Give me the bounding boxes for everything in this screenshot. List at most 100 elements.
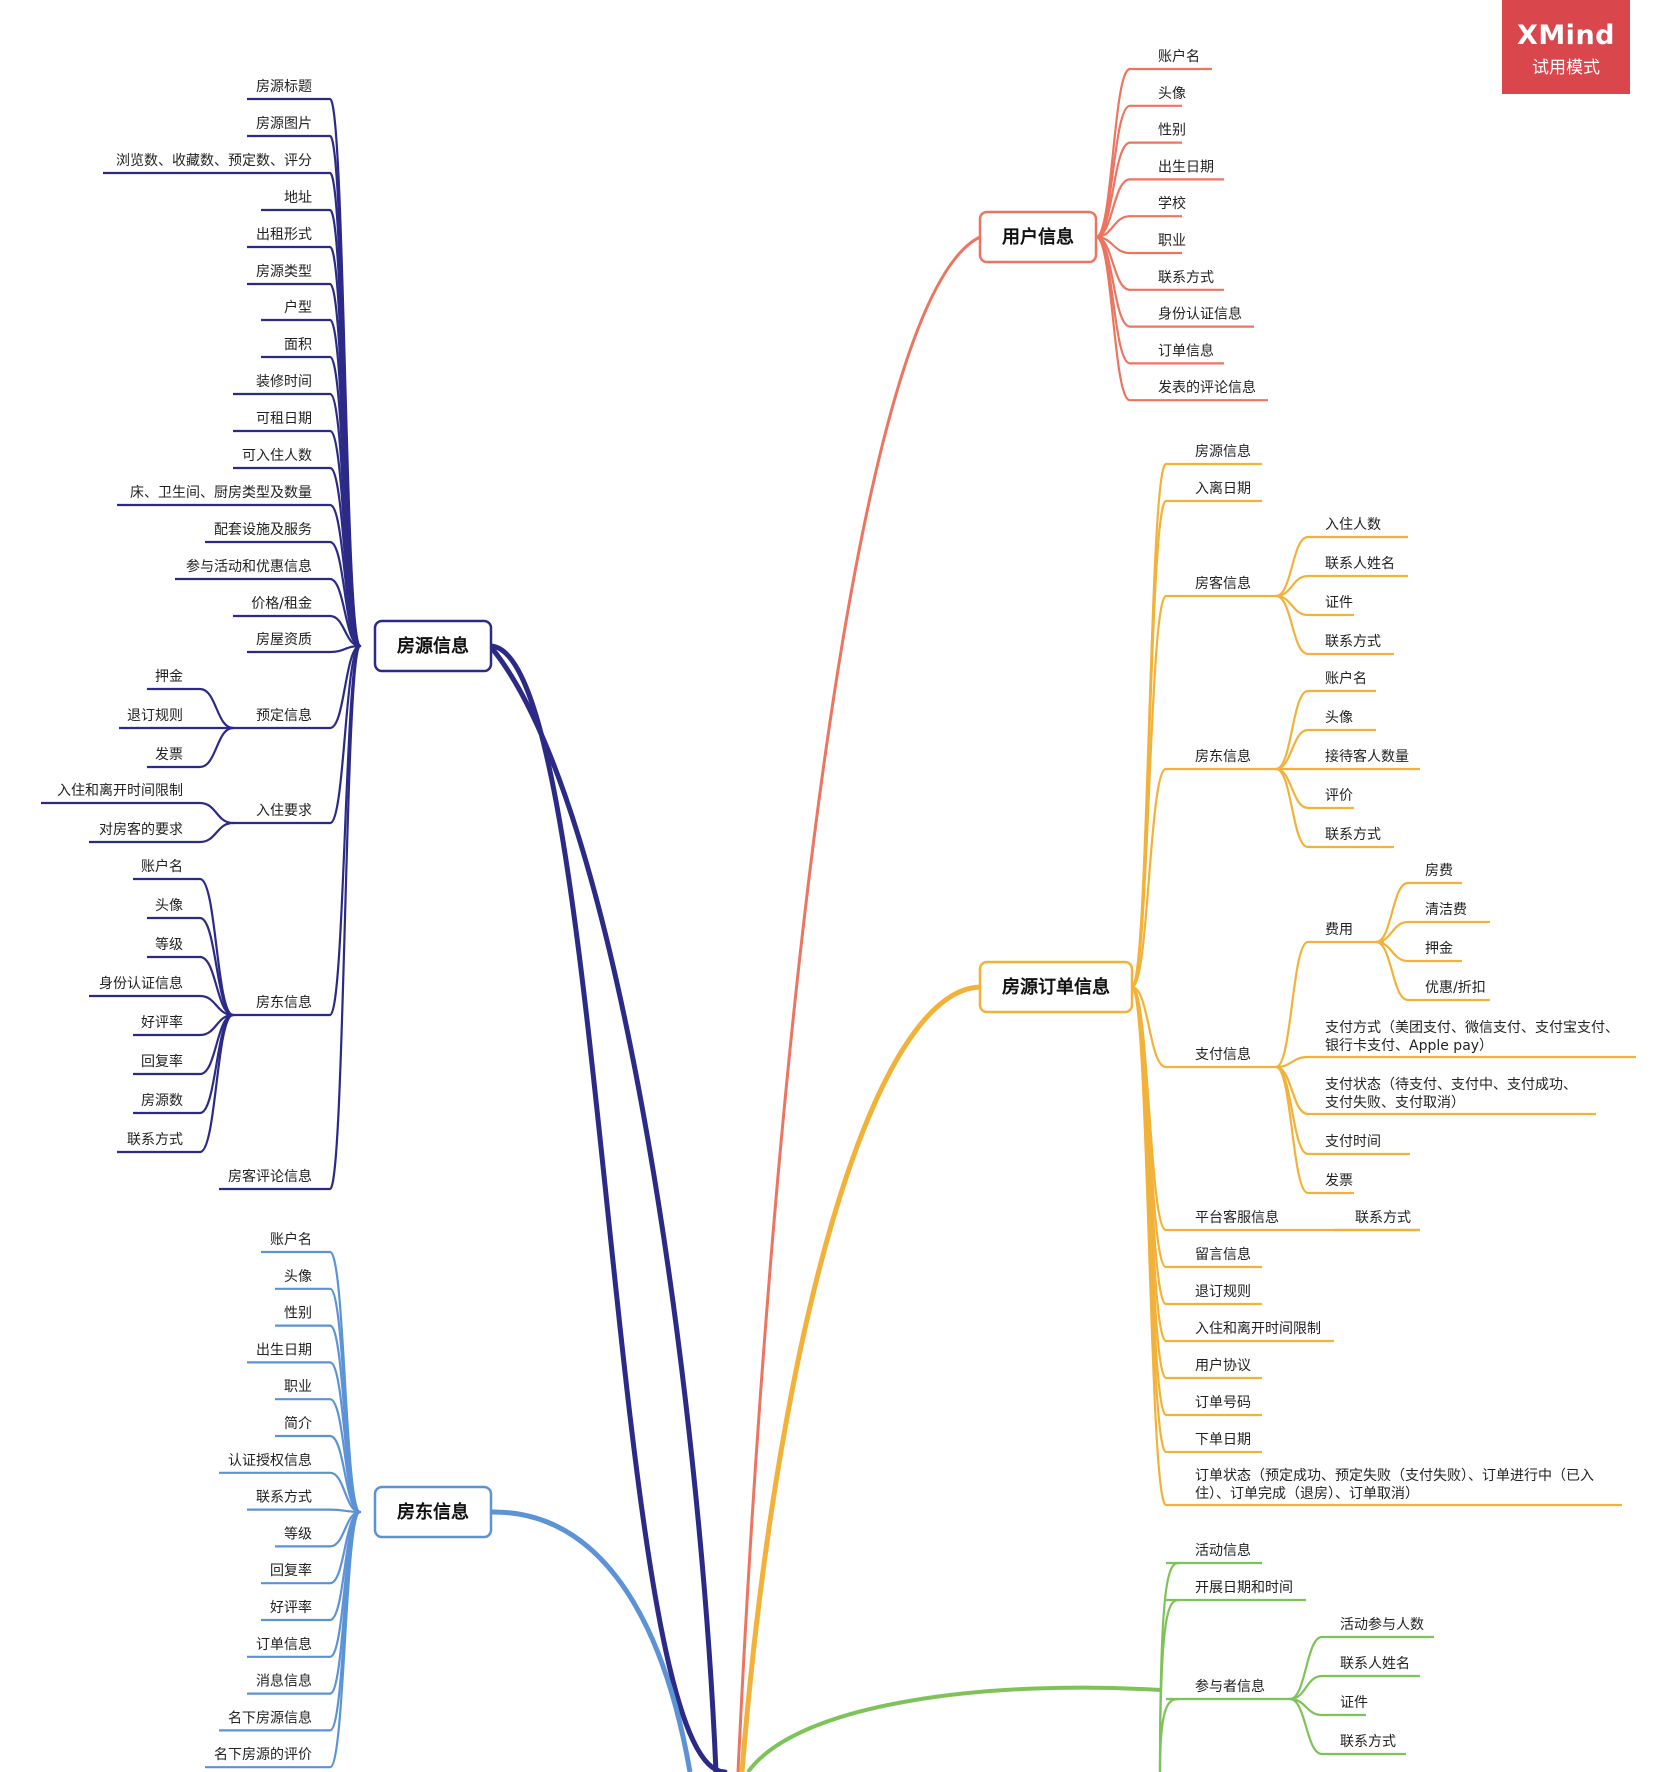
trunk-activity xyxy=(746,1685,1161,1772)
user-item: 发表的评论信息 xyxy=(1158,379,1256,396)
activity-sub-item: 联系方式 xyxy=(1340,1734,1396,1750)
listing-item: 房源类型 xyxy=(256,264,312,280)
branch-connector xyxy=(1130,594,1168,989)
order-item: 下单日期 xyxy=(1195,1432,1251,1448)
sub-connector xyxy=(1274,1065,1310,1195)
branch-connector xyxy=(328,1434,362,1514)
trunk-order xyxy=(739,984,981,1772)
listing-sub-item: 账户名 xyxy=(141,858,183,875)
branch-connector xyxy=(328,1510,362,1769)
sub-connector xyxy=(1374,940,1410,1002)
trunk-listing-main xyxy=(488,644,719,1772)
sub-connector xyxy=(198,821,235,844)
activity-item: 参与者信息 xyxy=(1195,1678,1265,1695)
landlord-item: 出生日期 xyxy=(256,1342,312,1358)
landlord-item: 性别 xyxy=(284,1306,312,1322)
listing-sub-item: 回复率 xyxy=(141,1053,183,1070)
order-sub-item: 入住人数 xyxy=(1325,517,1381,533)
activity-sub-item: 联系人姓名 xyxy=(1340,1656,1410,1672)
branch-connector xyxy=(328,644,362,825)
sub-connector xyxy=(1274,940,1310,1069)
listing-sub-item: 对房客的要求 xyxy=(99,821,183,838)
user-item: 订单信息 xyxy=(1158,342,1214,359)
order-sub-item: 支付时间 xyxy=(1325,1134,1381,1150)
order-sub-item: 支付状态（待支付、支付中、支付成功、支付失败、支付取消） xyxy=(1325,1077,1577,1111)
user-item: 学校 xyxy=(1158,195,1186,212)
listing-item: 浏览数、收藏数、预定数、评分 xyxy=(116,153,312,169)
landlord-item: 订单信息 xyxy=(256,1636,312,1653)
user-item: 联系方式 xyxy=(1158,270,1214,286)
order-item: 平台客服信息 xyxy=(1195,1209,1279,1226)
watermark-mode: 试用模式 xyxy=(1532,58,1600,78)
listing-sub-item: 入住和离开时间限制 xyxy=(57,782,183,799)
listing-item: 房源图片 xyxy=(256,116,312,132)
activity-item: 活动信息 xyxy=(1195,1542,1251,1559)
branch-connector xyxy=(328,1510,362,1695)
topic-order-label: 房源订单信息 xyxy=(1002,976,1110,998)
landlord-item: 等级 xyxy=(284,1525,312,1542)
listing-item: 入住要求 xyxy=(256,803,312,819)
landlord-item: 职业 xyxy=(284,1379,312,1395)
topic-landlord-box xyxy=(373,1485,493,1539)
order-item: 房东信息 xyxy=(1195,748,1251,765)
sub-connector xyxy=(1288,1635,1324,1701)
listing-sub-item: 押金 xyxy=(155,669,183,685)
landlord-item: 联系方式 xyxy=(256,1490,312,1506)
listing-item: 出租形式 xyxy=(256,227,312,243)
topic-user-label: 用户信息 xyxy=(1002,226,1074,248)
landlord-item: 账户名 xyxy=(270,1231,312,1248)
sub-connector xyxy=(1274,767,1310,849)
watermark-brand: XMind xyxy=(1517,20,1615,51)
listing-sub-item: 头像 xyxy=(155,898,183,914)
landlord-item: 简介 xyxy=(284,1415,312,1432)
order-sub-item: 发票 xyxy=(1325,1173,1353,1189)
listing-sub-item: 身份认证信息 xyxy=(99,975,183,992)
branch-connector xyxy=(1094,235,1132,365)
order-sub-item: 费用 xyxy=(1325,922,1353,938)
order-item: 支付信息 xyxy=(1195,1046,1251,1063)
listing-sub-item: 退订规则 xyxy=(127,708,183,724)
order-sub-item: 支付方式（美团支付、微信支付、支付宝支付、银行卡支付、Apple pay） xyxy=(1325,1020,1619,1054)
listing-item: 地址 xyxy=(284,190,312,206)
landlord-item: 好评率 xyxy=(270,1599,312,1616)
listing-sub-item: 好评率 xyxy=(141,1014,183,1031)
topic-landlord-label: 房东信息 xyxy=(397,1501,469,1523)
branch-connector xyxy=(1094,141,1132,239)
listing-item: 房客评论信息 xyxy=(228,1168,312,1185)
listing-item: 可租日期 xyxy=(256,411,312,427)
topic-listing-label: 房源信息 xyxy=(397,635,469,657)
sub-connector xyxy=(1274,689,1310,771)
user-item: 身份认证信息 xyxy=(1158,306,1242,323)
activity-item: 开展日期和时间 xyxy=(1195,1580,1293,1596)
user-item: 头像 xyxy=(1158,86,1186,102)
sub-connector xyxy=(1288,1697,1324,1756)
trunk-user xyxy=(736,235,981,1772)
listing-sub-item: 发票 xyxy=(155,747,183,763)
landlord-item: 名下房源信息 xyxy=(228,1709,312,1726)
branch-connector xyxy=(1130,985,1168,1507)
branch-connector xyxy=(1130,767,1168,989)
order-item: 订单状态（预定成功、预定失败（支付失败）、订单进行中（已入住）、订单完成（退房）… xyxy=(1195,1468,1594,1502)
listing-item: 可入住人数 xyxy=(242,448,312,464)
listing-sub-item: 房源数 xyxy=(141,1093,183,1109)
listing-item: 房东信息 xyxy=(256,994,312,1011)
order-sub-item: 优惠/折扣 xyxy=(1425,980,1486,996)
sub-connector xyxy=(198,916,235,1017)
landlord-item: 回复率 xyxy=(270,1562,312,1579)
topic-listing-box xyxy=(373,619,493,673)
branch-connector xyxy=(1130,985,1168,1069)
activity-sub-item: 证件 xyxy=(1340,1695,1368,1711)
user-item: 性别 xyxy=(1158,123,1186,139)
xmind-trial-watermark: XMind 试用模式 xyxy=(1502,0,1630,94)
order-sub-item: 证件 xyxy=(1325,595,1353,611)
branch-connector xyxy=(328,1324,362,1514)
branch-connector xyxy=(328,644,362,1191)
sub-connector xyxy=(198,1013,235,1115)
sub-connector xyxy=(198,726,235,769)
sub-connector xyxy=(1274,767,1310,810)
order-item: 用户协议 xyxy=(1195,1357,1251,1374)
order-item: 房客信息 xyxy=(1195,575,1251,592)
order-item: 留言信息 xyxy=(1195,1246,1251,1263)
sub-connector xyxy=(198,1013,235,1154)
listing-item: 床、卫生间、厨房类型及数量 xyxy=(130,485,312,501)
